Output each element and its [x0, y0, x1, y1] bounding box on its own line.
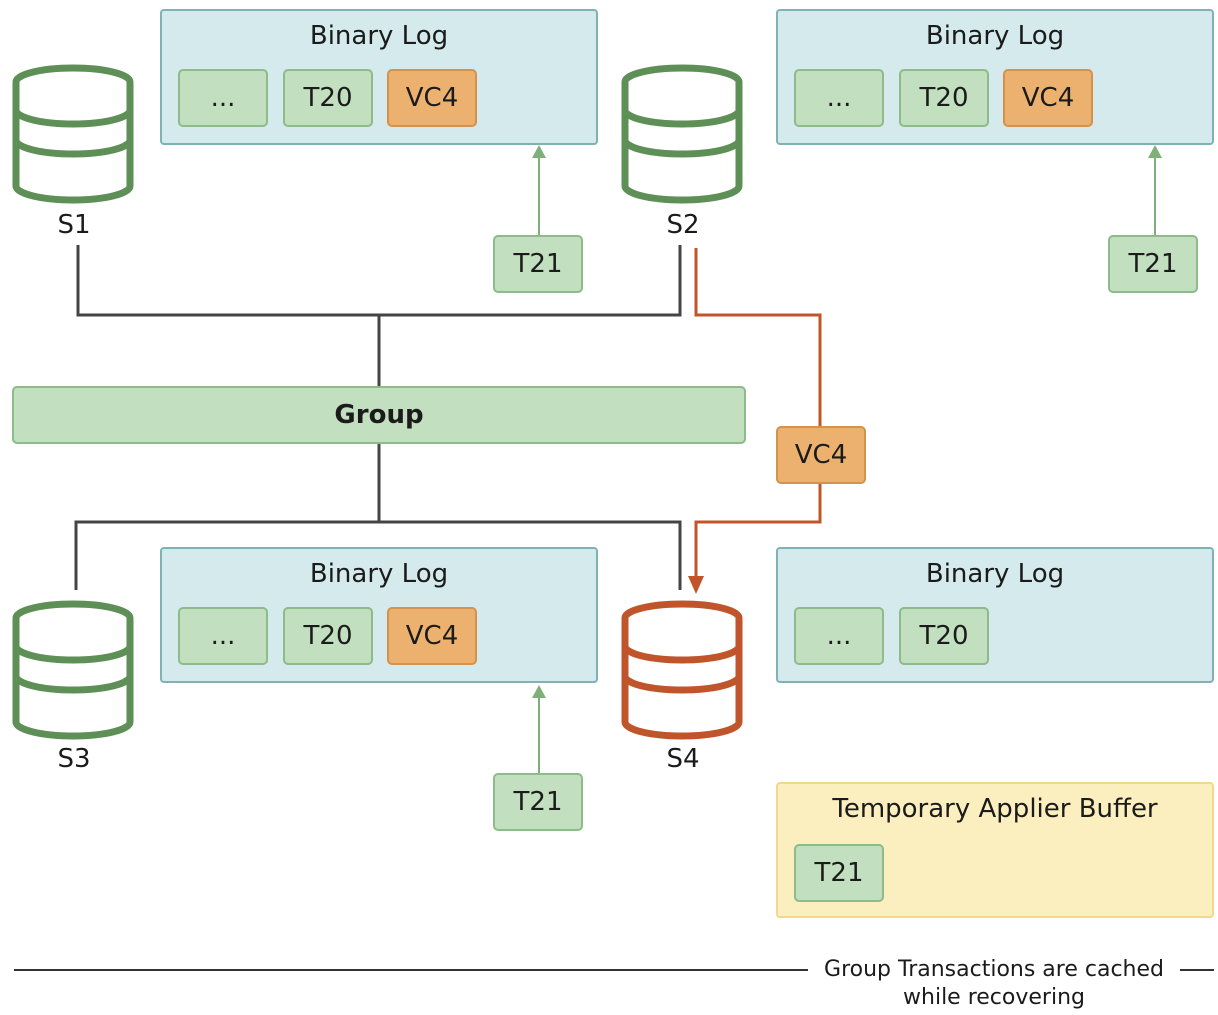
- binary-log-title: Binary Log: [309, 559, 449, 589]
- buffer-entry-t21: T21: [794, 844, 884, 902]
- log-entry-ellipsis: ...: [178, 607, 268, 665]
- binary-log-title: Binary Log: [925, 21, 1065, 51]
- server-label-s2: S2: [666, 210, 700, 240]
- vc4-transit-chip: VC4: [776, 426, 866, 484]
- binary-log-s2: Binary Log ... T20 VC4: [776, 9, 1214, 145]
- log-entry-ellipsis: ...: [794, 69, 884, 127]
- legend-caption: Group Transactions are cached while reco…: [810, 956, 1178, 1012]
- binary-log-s3: Binary Log ... T20 VC4: [160, 547, 598, 683]
- binary-log-s4: Binary Log ... T20: [776, 547, 1214, 683]
- buffer-title: Temporary Applier Buffer: [832, 794, 1158, 824]
- database-icon-s3: [12, 600, 134, 740]
- incoming-t21-s2: T21: [1108, 235, 1198, 293]
- log-entry-vc4: VC4: [1003, 69, 1093, 127]
- binary-log-s1: Binary Log ... T20 VC4: [160, 9, 598, 145]
- vc4-arrowhead: [688, 576, 704, 594]
- server-label-s3: S3: [57, 744, 91, 774]
- vc4-transfer-path: [694, 248, 822, 580]
- log-entry-ellipsis: ...: [178, 69, 268, 127]
- server-label-s4: S4: [666, 744, 700, 774]
- legend-line-2: while recovering: [903, 985, 1085, 1010]
- top-connector: [76, 245, 682, 387]
- binary-log-title: Binary Log: [925, 559, 1065, 589]
- group-bar: Group: [12, 386, 746, 444]
- log-entry-t20: T20: [899, 607, 989, 665]
- log-entry-t20: T20: [283, 607, 373, 665]
- log-entry-t20: T20: [899, 69, 989, 127]
- log-entry-t20: T20: [283, 69, 373, 127]
- temporary-applier-buffer: Temporary Applier Buffer T21: [776, 782, 1214, 918]
- log-entry-vc4: VC4: [387, 607, 477, 665]
- legend-line-1: Group Transactions are cached: [824, 957, 1164, 982]
- log-entry-ellipsis: ...: [794, 607, 884, 665]
- server-label-s1: S1: [57, 210, 91, 240]
- t21-arrows: [538, 150, 1156, 774]
- binary-log-title: Binary Log: [309, 21, 449, 51]
- incoming-t21-s1: T21: [493, 235, 583, 293]
- log-entry-vc4: VC4: [387, 69, 477, 127]
- database-icon-s4: [621, 600, 743, 740]
- incoming-t21-s3: T21: [493, 773, 583, 831]
- database-icon-s2: [621, 64, 743, 204]
- bottom-connector: [74, 443, 682, 590]
- database-icon-s1: [12, 64, 134, 204]
